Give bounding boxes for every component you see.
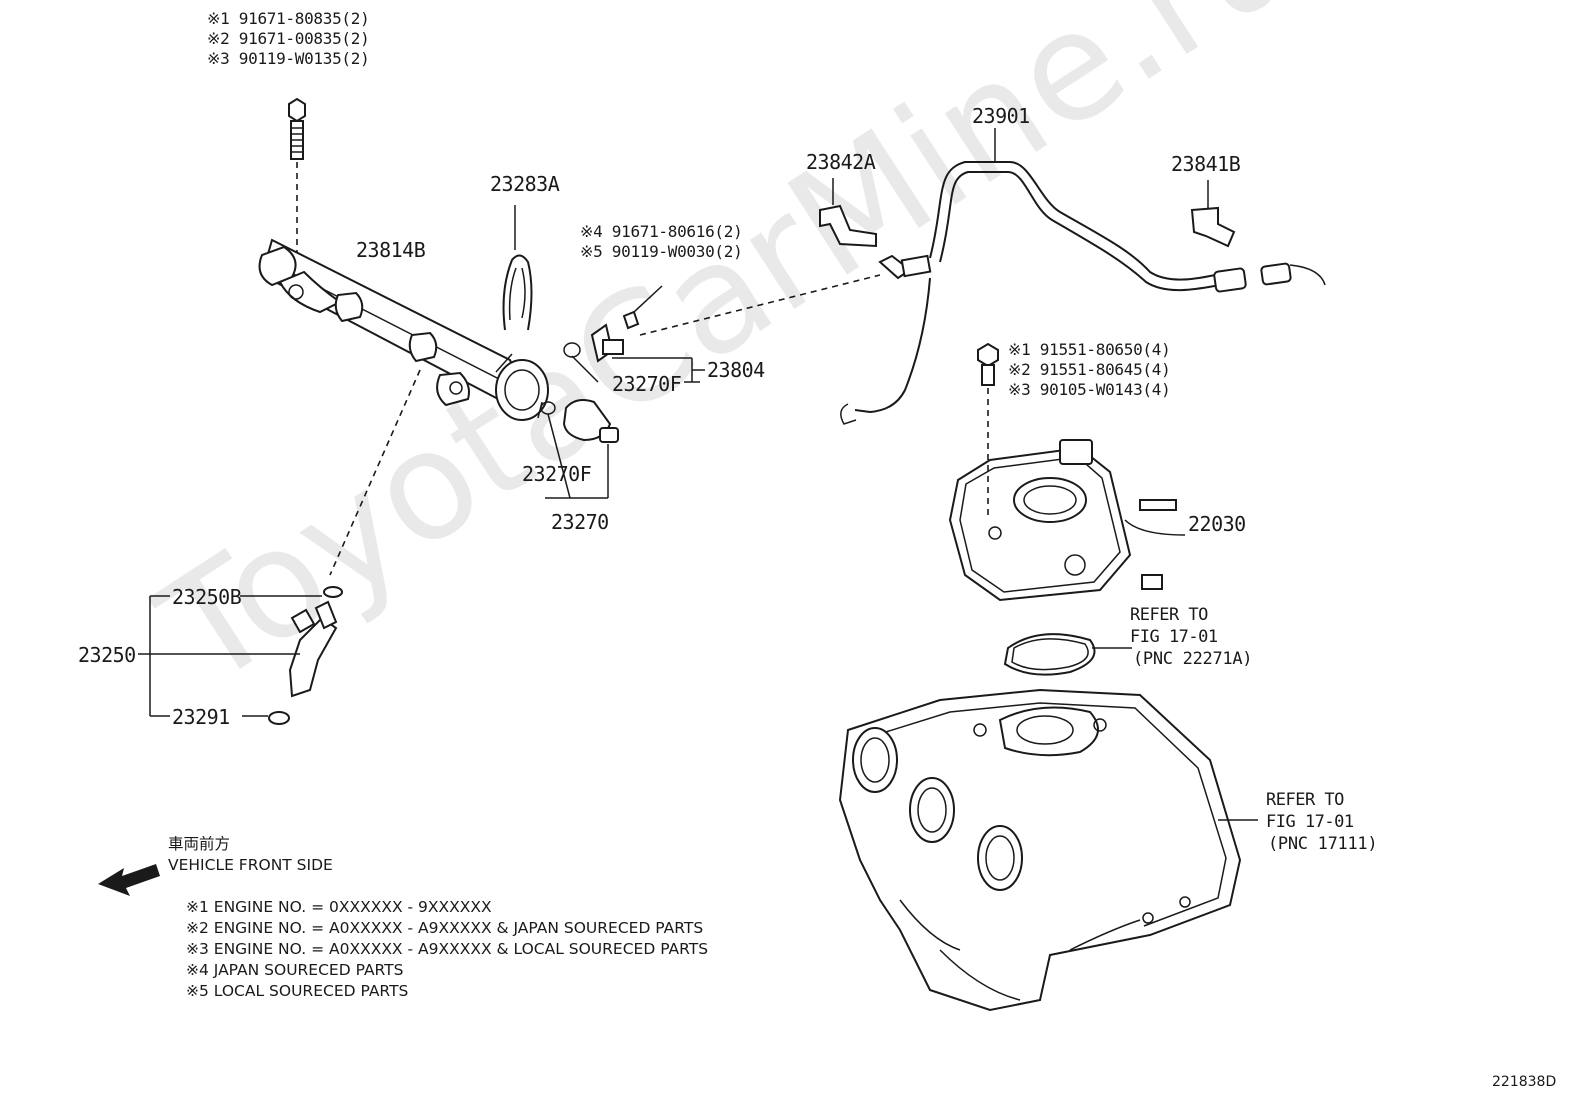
top-bolt-note-3: ※3 90119-W0135(2): [207, 49, 370, 68]
throttle-body[interactable]: [948, 342, 1177, 602]
valve-bolt-note-1: ※4 91671-80616(2): [580, 222, 743, 241]
label-23270F-a: 23270F: [612, 372, 682, 396]
refer-manifold-line-3: (PNC 17111): [1268, 834, 1378, 854]
throttle-bolt-note-2: ※2 91551-80645(4): [1008, 360, 1171, 379]
refer-gasket-line-2: FIG 17-01: [1130, 627, 1218, 647]
label-23841B: 23841B: [1171, 152, 1241, 176]
leader-damper-hose: [639, 274, 881, 336]
throttle-gasket[interactable]: [1003, 633, 1096, 676]
label-23250: 23250: [78, 643, 136, 667]
refer-manifold-line-2: FIG 17-01: [1266, 812, 1354, 832]
leader-damper: [571, 355, 705, 383]
valve-bolt-note-2: ※5 90119-W0030(2): [580, 242, 743, 261]
vehicle-front-japanese: 車両前方: [168, 835, 231, 853]
leader-valve-bolt: [633, 285, 663, 313]
refer-gasket-line-1: REFER TO: [1130, 605, 1208, 625]
engine-note-2: ※2 ENGINE NO. = A0XXXXX - A9XXXXX & JAPA…: [186, 919, 704, 937]
engine-note-3: ※3 ENGINE NO. = A0XXXXX - A9XXXXX & LOCA…: [186, 940, 709, 958]
leader-regulator: [545, 413, 609, 499]
label-23842A: 23842A: [806, 150, 876, 174]
top-bolt-note-1: ※1 91671-80835(2): [207, 9, 370, 28]
label-23250B: 23250B: [172, 585, 242, 609]
label-23804: 23804: [707, 358, 765, 382]
leader-injector-bracket: [138, 595, 322, 717]
throttle-bolt-note-1: ※1 91551-80650(4): [1008, 340, 1171, 359]
refer-manifold-line-1: REFER TO: [1266, 790, 1344, 810]
leader-injector: [329, 369, 421, 576]
leader-throttle: [1124, 519, 1186, 536]
clamp-right[interactable]: [1190, 206, 1236, 248]
label-23814B: 23814B: [356, 238, 426, 262]
clamp-left[interactable]: [819, 204, 877, 248]
engine-note-5: ※5 LOCAL SOURECED PARTS: [186, 982, 409, 1000]
clip[interactable]: [502, 254, 533, 331]
label-22030: 22030: [1188, 512, 1246, 536]
top-bolt[interactable]: [288, 97, 306, 160]
vehicle-front-arrow: [98, 864, 160, 896]
injector[interactable]: [268, 586, 343, 725]
top-bolt-note-2: ※2 91671-00835(2): [207, 29, 370, 48]
pressure-regulator[interactable]: [540, 399, 619, 443]
label-23270F-b: 23270F: [522, 462, 592, 486]
label-23270: 23270: [551, 510, 609, 534]
label-23901: 23901: [972, 104, 1030, 128]
pulsation-damper[interactable]: [563, 310, 640, 363]
engine-note-4: ※4 JAPAN SOURECED PARTS: [186, 961, 404, 979]
figure-code: 221838D: [1492, 1074, 1557, 1090]
label-23291: 23291: [172, 705, 230, 729]
vehicle-front-english: VEHICLE FRONT SIDE: [168, 856, 333, 874]
intake-manifold[interactable]: [838, 688, 1242, 1012]
engine-note-1: ※1 ENGINE NO. = 0XXXXXX - 9XXXXXX: [186, 898, 492, 916]
throttle-bolt-note-3: ※3 90105-W0143(4): [1008, 380, 1171, 399]
label-23283A: 23283A: [490, 172, 560, 196]
fuel-rail[interactable]: [258, 238, 549, 421]
refer-gasket-line-3: (PNC 22271A): [1133, 649, 1253, 669]
fuel-hose[interactable]: [840, 161, 1326, 425]
